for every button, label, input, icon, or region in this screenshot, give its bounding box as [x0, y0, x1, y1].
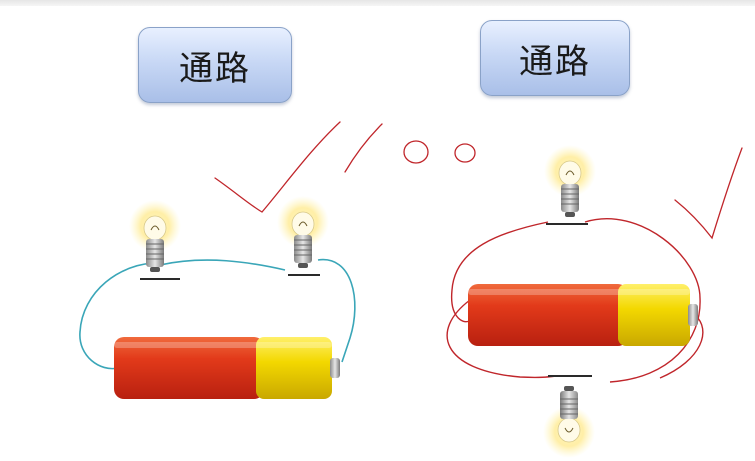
wire-right-b — [584, 218, 701, 383]
checkmark-icon — [674, 147, 743, 240]
wire-right-a — [451, 221, 549, 323]
right-circuit — [446, 144, 704, 459]
checkmark-icon — [214, 121, 341, 213]
left-circuit — [79, 195, 356, 399]
wire-right-c — [446, 299, 557, 379]
annotations — [214, 121, 743, 240]
light-bulb-icon — [542, 385, 596, 459]
top-border — [0, 0, 755, 6]
battery-icon — [114, 337, 340, 399]
circuit-label-left-text: 通路 — [179, 48, 251, 89]
wire-left-a — [79, 262, 161, 370]
slash-mark — [344, 123, 383, 173]
wire-left-b — [159, 259, 286, 271]
circuit-label-right-text: 通路 — [519, 41, 591, 82]
wire-right-d — [659, 314, 704, 379]
circle-mark — [403, 140, 429, 164]
light-bulb-icon — [543, 144, 597, 218]
battery-icon — [468, 284, 698, 346]
circle-mark — [454, 143, 476, 163]
circuit-label-left: 通路 — [138, 27, 292, 103]
light-bulb-icon — [128, 199, 182, 273]
wire-left-c — [317, 259, 356, 363]
circuit-label-right: 通路 — [480, 20, 630, 96]
light-bulb-icon — [276, 195, 330, 269]
